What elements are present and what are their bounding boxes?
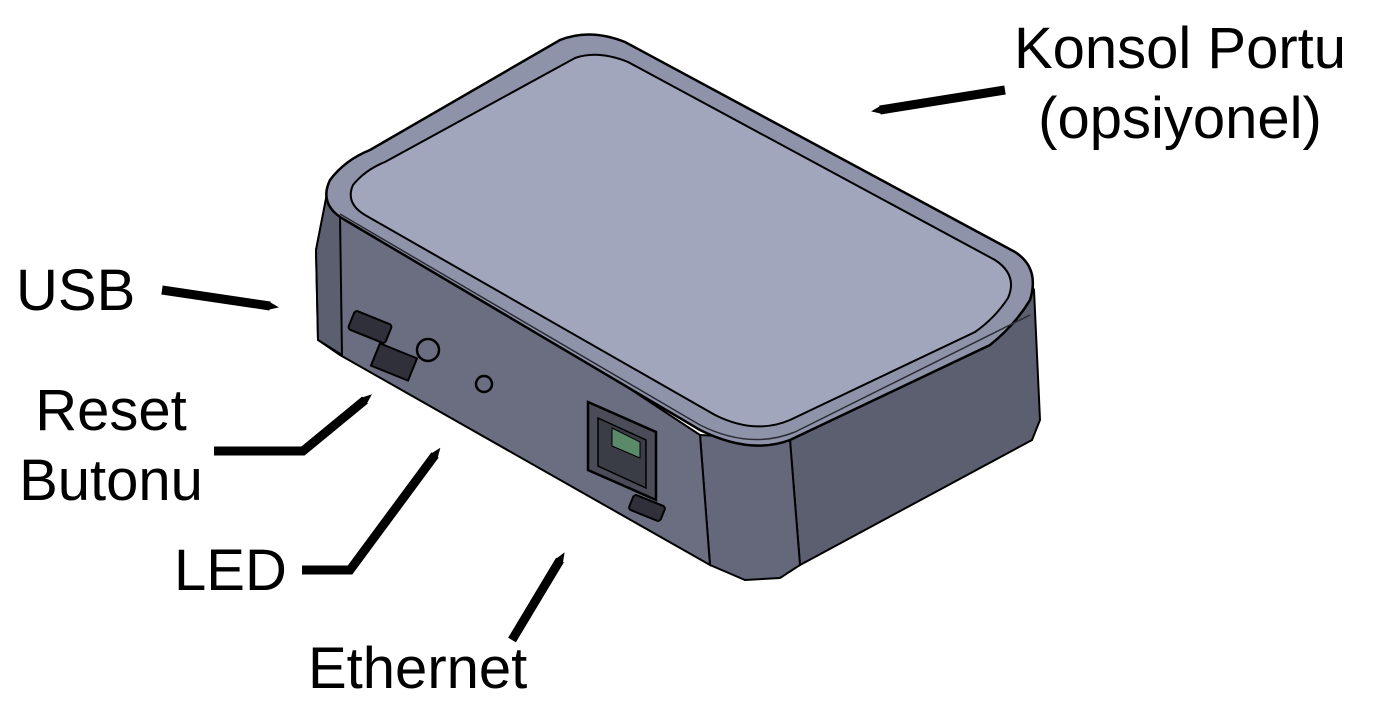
- ethernet-port: [586, 400, 658, 502]
- usb-arrow: [161, 285, 279, 311]
- led-label: LED: [174, 536, 287, 606]
- device-top-panel: [349, 53, 1012, 428]
- reset-arrow: [214, 394, 372, 456]
- led-arrow: [302, 447, 441, 575]
- small-port: [628, 494, 666, 522]
- usb-label-text: USB: [16, 258, 136, 323]
- reset-button-label-line2: Butonu: [19, 448, 203, 513]
- ethernet-label: Ethernet: [308, 634, 527, 704]
- micro-port: [369, 342, 419, 382]
- callout-arrows: [161, 85, 1006, 643]
- usb-label: USB: [16, 256, 135, 326]
- console-port-arrow: [871, 85, 1006, 115]
- led-label-text: LED: [174, 538, 287, 603]
- console-port-label: Konsol Portu (opsiyonel): [985, 14, 1375, 154]
- ethernet-arrow: [508, 552, 565, 643]
- usb-port: [347, 310, 393, 344]
- led-indicator: [474, 374, 494, 394]
- console-port-label-line1: Konsol Portu: [1013, 16, 1347, 81]
- device-front-corner: [698, 433, 802, 582]
- console-port-label-line2: (opsiyonel): [1038, 86, 1322, 151]
- ethernet-label-text: Ethernet: [308, 636, 528, 701]
- reset-button: [415, 337, 441, 363]
- device-seam-line: [339, 213, 1031, 441]
- reset-button-label: Reset Butonu: [0, 376, 222, 516]
- reset-button-label-line1: Reset: [35, 378, 187, 443]
- router-device: [314, 33, 1042, 582]
